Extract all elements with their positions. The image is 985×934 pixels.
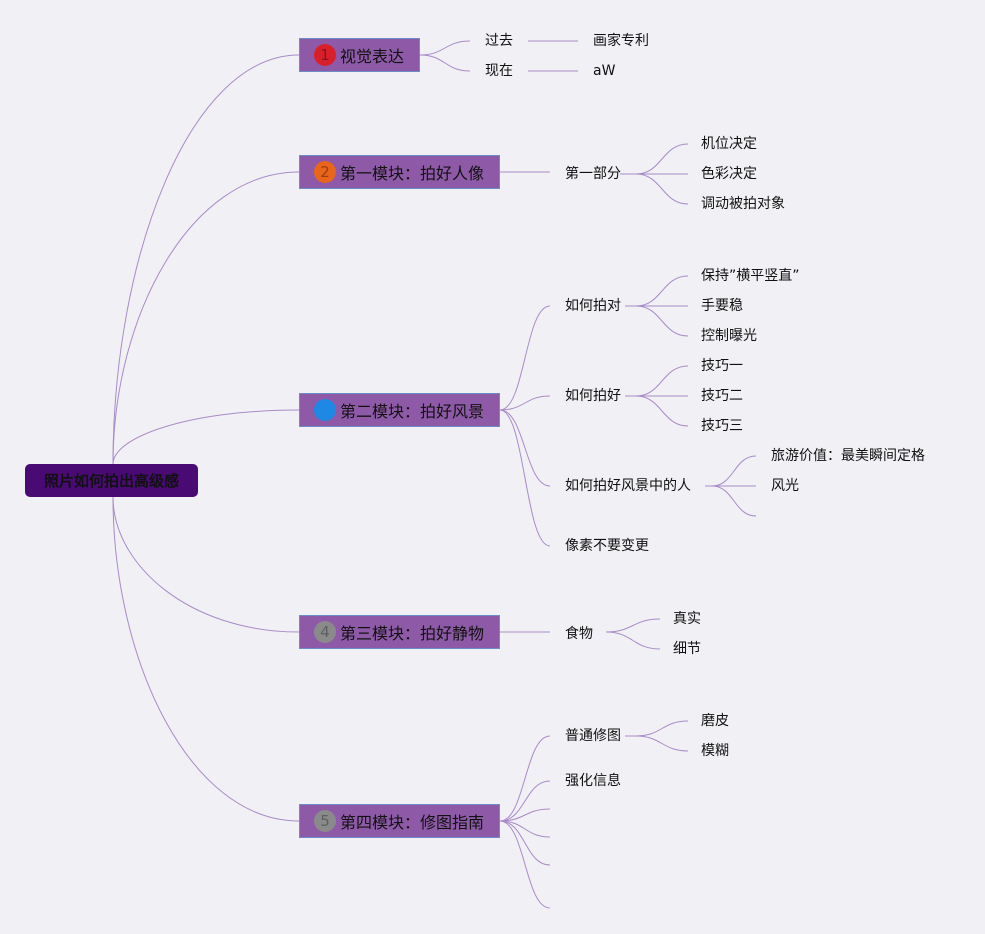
- subtopic-shoot-well[interactable]: 如何拍好: [565, 388, 621, 404]
- subtopic-keep-pixels[interactable]: 像素不要变更: [565, 538, 649, 554]
- leaf-blur[interactable]: 模糊: [701, 743, 729, 759]
- t3-to-subtopic-line-3: [499, 409, 551, 547]
- number-3-badge-icon: 3: [314, 399, 336, 421]
- topic-label: 第四模块：修图指南: [340, 813, 485, 832]
- topic-label: 视觉表达: [340, 47, 405, 66]
- topic-module-2-landscape[interactable]: 3 第二模块：拍好风景: [299, 393, 500, 427]
- t3-to-subtopic-line-1: [499, 395, 551, 411]
- part-one-to-leaf-line-0: [635, 143, 689, 175]
- leaf-real[interactable]: 真实: [673, 611, 701, 627]
- t1-to-past-line: [419, 40, 471, 56]
- shoot-right-to-leaf-line-0: [635, 275, 689, 307]
- leaf-camera-position[interactable]: 机位决定: [701, 136, 757, 152]
- leaf-scenery[interactable]: 风光: [771, 478, 799, 494]
- leaf-direct-subject[interactable]: 调动被拍对象: [701, 196, 785, 212]
- leaf-tip-one[interactable]: 技巧一: [701, 358, 743, 374]
- number-1-badge-icon: 1: [314, 44, 336, 66]
- subtopic-basic-retouch[interactable]: 普通修图: [565, 728, 621, 744]
- t5-to-subtopic-line-5: [499, 820, 551, 909]
- root-to-topic-2-line: [112, 171, 300, 465]
- topic-label: 第三模块：拍好静物: [340, 624, 485, 643]
- leaf-travel-value[interactable]: 旅游价值：最美瞬间定格: [771, 448, 925, 464]
- food-to-leaf-line-0: [605, 618, 661, 633]
- subtopic-food[interactable]: 食物: [565, 626, 593, 642]
- food-to-leaf-line-1: [605, 631, 661, 650]
- root-topic-label: 照片如何拍出高级感: [43, 472, 179, 490]
- root-to-topic-4-line: [112, 496, 300, 633]
- leaf-steady-hands[interactable]: 手要稳: [701, 298, 743, 314]
- basic-retouch-to-leaf-line-0: [635, 720, 689, 737]
- subtopic-shoot-right[interactable]: 如何拍对: [565, 298, 621, 314]
- root-to-topic-1-line: [112, 54, 300, 465]
- shoot-well-to-leaf-line-2: [635, 395, 689, 427]
- t1-to-now-line: [419, 54, 471, 72]
- t3-to-subtopic-line-0: [499, 305, 551, 411]
- people-to-leaf-line-0: [711, 455, 757, 487]
- t3-to-subtopic-line-2: [499, 409, 551, 487]
- root-to-topic-5-line: [112, 496, 300, 822]
- leaf-skin-smoothing[interactable]: 磨皮: [701, 713, 729, 729]
- leaf-keep-level[interactable]: 保持”横平竖直”: [701, 268, 800, 284]
- leaf-color-decision[interactable]: 色彩决定: [701, 166, 757, 182]
- leaf-control-exposure[interactable]: 控制曝光: [701, 328, 757, 344]
- subtopic-now[interactable]: 现在: [485, 63, 513, 79]
- t5-to-subtopic-line-1: [499, 780, 551, 822]
- shoot-right-to-leaf-line-2: [635, 305, 689, 337]
- part-one-to-leaf-line-2: [635, 173, 689, 205]
- topic-module-4-retouching[interactable]: 5 第四模块：修图指南: [299, 804, 500, 838]
- number-5-badge-icon: 5: [314, 810, 336, 832]
- leaf-tip-two[interactable]: 技巧二: [701, 388, 743, 404]
- topic-module-3-still-life[interactable]: 4 第三模块：拍好静物: [299, 615, 500, 649]
- subtopic-people-in-landscape[interactable]: 如何拍好风景中的人: [565, 478, 691, 494]
- shoot-well-to-leaf-line-0: [635, 365, 689, 397]
- leaf-tip-three[interactable]: 技巧三: [701, 418, 743, 434]
- basic-retouch-to-leaf-line-1: [635, 735, 689, 752]
- root-topic[interactable]: 照片如何拍出高级感: [25, 464, 198, 497]
- topic-module-1-portrait[interactable]: 2 第一模块：拍好人像: [299, 155, 500, 189]
- subtopic-enhance-info[interactable]: 强化信息: [565, 773, 621, 789]
- leaf-painter-patent[interactable]: 画家专利: [593, 33, 649, 49]
- people-to-leaf-line-2: [711, 485, 757, 517]
- number-4-badge-icon: 4: [314, 621, 336, 643]
- leaf-aw[interactable]: aW: [593, 63, 616, 79]
- number-2-badge-icon: 2: [314, 161, 336, 183]
- topic-visual-expression[interactable]: 1 视觉表达: [299, 38, 420, 72]
- topic-label: 第二模块：拍好风景: [340, 402, 485, 421]
- subtopic-past[interactable]: 过去: [485, 33, 513, 49]
- t5-to-subtopic-line-3: [499, 820, 551, 838]
- t5-to-subtopic-line-4: [499, 820, 551, 866]
- root-to-topic-3-line: [112, 409, 300, 465]
- leaf-detail[interactable]: 细节: [673, 641, 701, 657]
- t5-to-subtopic-line-0: [499, 735, 551, 822]
- topic-label: 第一模块：拍好人像: [340, 164, 485, 183]
- subtopic-part-one[interactable]: 第一部分: [565, 166, 621, 182]
- t5-to-subtopic-line-2: [499, 808, 551, 822]
